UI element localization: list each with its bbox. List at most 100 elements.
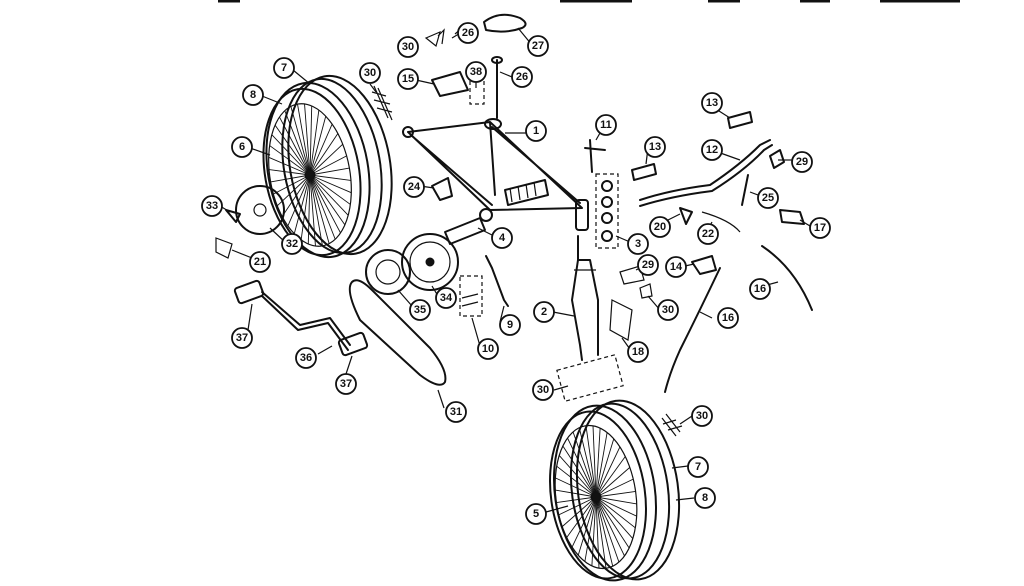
wheel-spoke xyxy=(309,174,330,244)
wheel-spoke xyxy=(271,134,311,176)
wheel-spoke xyxy=(595,428,601,498)
chain xyxy=(348,279,447,386)
wheel-spoke xyxy=(595,478,634,498)
wheel-spoke xyxy=(293,174,311,234)
wheel-spoke xyxy=(595,490,636,498)
wheel-spoke xyxy=(595,496,600,569)
svg-text:5: 5 xyxy=(533,508,539,520)
wheel-spoke xyxy=(297,104,311,176)
wheel-spoke xyxy=(274,124,311,176)
svg-text:16: 16 xyxy=(754,283,766,295)
svg-text:8: 8 xyxy=(250,89,256,101)
svg-text:7: 7 xyxy=(281,62,287,74)
svg-text:8: 8 xyxy=(702,492,708,504)
wheel-spoke xyxy=(309,174,316,247)
callout-4: 4 xyxy=(491,227,513,249)
wheel-spoke xyxy=(566,496,597,538)
wheel-spoke xyxy=(592,425,597,498)
wheel-spoke xyxy=(309,174,349,216)
svg-text:26: 26 xyxy=(516,71,528,83)
callout-30-spring: 30 xyxy=(359,62,381,84)
callout-30-fork: 30 xyxy=(532,379,554,401)
svg-text:4: 4 xyxy=(499,232,506,244)
callout-10: 10 xyxy=(477,338,499,360)
callout-16-center: 16 xyxy=(717,307,739,329)
wheel-spoke xyxy=(556,496,597,504)
callout-33: 33 xyxy=(201,195,223,217)
svg-text:13: 13 xyxy=(649,141,661,153)
callout-37-right: 37 xyxy=(335,373,357,395)
callout-8-rear: 8 xyxy=(242,84,264,106)
callout-14: 14 xyxy=(665,256,687,278)
svg-text:36: 36 xyxy=(300,352,312,364)
rear-wheel xyxy=(262,74,393,259)
wheel-spoke xyxy=(309,174,346,226)
callout-30-front-spring: 30 xyxy=(691,405,713,427)
brake-parts xyxy=(619,245,813,393)
wheel-spoke xyxy=(309,174,323,246)
wheel-spoke xyxy=(584,496,597,562)
svg-text:38: 38 xyxy=(470,66,482,78)
callout-31: 31 xyxy=(445,401,467,423)
wheel-spoke xyxy=(572,431,597,498)
wheel-spoke xyxy=(595,438,615,498)
svg-text:9: 9 xyxy=(507,319,513,331)
wheel-spoke xyxy=(287,174,311,227)
wheel-spoke xyxy=(270,174,311,183)
svg-text:13: 13 xyxy=(706,97,718,109)
front-wheel-spokes xyxy=(555,425,637,569)
callout-1: 1 xyxy=(525,120,547,142)
callout-37-left: 37 xyxy=(231,327,253,349)
svg-text:21: 21 xyxy=(254,256,266,268)
callouts: 1 2 3 4 5 6 7 7 8 8 9 10 11 12 13 13 14 … xyxy=(201,22,831,525)
callout-32: 32 xyxy=(281,233,303,255)
crank-assembly xyxy=(233,279,369,357)
callout-2: 2 xyxy=(533,301,555,323)
svg-text:34: 34 xyxy=(440,292,453,304)
wheel-spoke xyxy=(309,116,327,176)
svg-text:29: 29 xyxy=(642,259,654,271)
callout-15: 15 xyxy=(397,68,419,90)
wheel-spoke xyxy=(556,465,597,498)
wheel-spoke xyxy=(571,496,597,548)
wheel-spoke xyxy=(595,467,631,498)
callout-22: 22 xyxy=(697,223,719,245)
svg-text:20: 20 xyxy=(654,221,666,233)
callout-35: 35 xyxy=(409,299,431,321)
wheel-spoke xyxy=(268,169,311,176)
callout-3: 3 xyxy=(627,233,649,255)
svg-text:6: 6 xyxy=(239,141,245,153)
svg-text:11: 11 xyxy=(600,119,612,131)
wheel-spoke xyxy=(309,174,352,181)
callout-38: 38 xyxy=(465,61,487,83)
wheel-spoke xyxy=(309,174,341,234)
wheel-spoke xyxy=(558,455,597,498)
callout-7-rear: 7 xyxy=(273,57,295,79)
svg-text:22: 22 xyxy=(702,228,714,240)
wheel-spoke xyxy=(595,432,608,498)
wheel-spoke xyxy=(595,496,630,549)
wheel-spoke xyxy=(595,456,626,498)
wheel-spoke xyxy=(309,174,352,194)
svg-text:16: 16 xyxy=(722,312,734,324)
wheel-spoke xyxy=(555,489,597,498)
callout-20: 20 xyxy=(649,216,671,238)
callout-11: 11 xyxy=(595,114,617,136)
svg-text:26: 26 xyxy=(462,27,474,39)
wheel-spoke xyxy=(309,174,351,205)
callout-13-grip: 13 xyxy=(701,92,723,114)
wheel-spoke xyxy=(558,496,597,516)
wheel-spoke xyxy=(595,496,620,563)
bicycle-frame xyxy=(402,118,589,231)
svg-text:29: 29 xyxy=(796,156,808,168)
wheel-spoke xyxy=(578,427,597,498)
svg-text:12: 12 xyxy=(706,144,718,156)
wheel-spoke xyxy=(309,110,320,176)
callout-8-front: 8 xyxy=(694,487,716,509)
wheel-spoke xyxy=(309,105,313,176)
callout-7-front: 7 xyxy=(687,456,709,478)
wheel-spoke xyxy=(595,496,634,539)
chainring xyxy=(365,233,459,295)
wheel-spoke xyxy=(591,496,597,566)
